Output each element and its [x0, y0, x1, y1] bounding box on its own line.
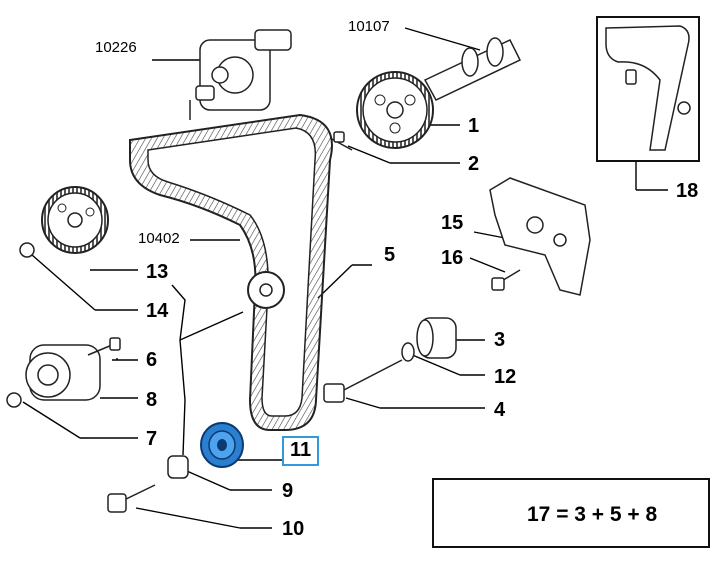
camshaft-pulley: [356, 71, 434, 149]
label-2[interactable]: 2: [468, 153, 480, 175]
belt-tensioner: [25, 344, 101, 401]
label-10226[interactable]: 10226: [95, 39, 137, 56]
timing-belt: [129, 113, 333, 431]
label-16[interactable]: 16: [441, 247, 464, 269]
washer-12: [401, 342, 415, 362]
label-6[interactable]: 6: [146, 349, 158, 371]
nut-14: [19, 242, 35, 258]
tensioner-bolt: [87, 337, 121, 356]
inset-belt-detail: [605, 25, 691, 151]
inset-detail-frame: [596, 16, 700, 162]
label-9[interactable]: 9: [282, 480, 294, 502]
label-10402[interactable]: 10402: [138, 230, 180, 247]
label-3[interactable]: 3: [494, 329, 506, 351]
label-14[interactable]: 14: [146, 300, 169, 322]
belt-idler-pulley: [247, 271, 285, 309]
label-10[interactable]: 10: [282, 518, 305, 540]
highlighted-pulley: [200, 422, 244, 468]
bracket-15: [489, 177, 591, 296]
spacer-9: [167, 455, 189, 479]
label-8[interactable]: 8: [146, 389, 158, 411]
label-12[interactable]: 12: [494, 366, 517, 388]
leader-lines: [22, 27, 668, 529]
bolt-4: [323, 359, 403, 403]
label-7[interactable]: 7: [146, 428, 158, 450]
label-15[interactable]: 15: [441, 212, 464, 234]
intermediate-pulley: [41, 186, 109, 254]
label-18[interactable]: 18: [676, 180, 699, 202]
label-5[interactable]: 5: [384, 244, 396, 266]
washer-7: [6, 392, 22, 408]
pulley-bolt: [329, 131, 353, 151]
label-13[interactable]: 13: [146, 261, 169, 283]
label-10107[interactable]: 10107: [348, 18, 390, 35]
bolt-16: [491, 269, 521, 291]
kit-formula: 17 = 3 + 5 + 8: [527, 503, 658, 526]
kit-formula-box: 17 = 3 + 5 + 8: [432, 478, 710, 548]
camshaft: [423, 37, 522, 101]
bolt-10: [107, 484, 156, 513]
label-11-highlighted[interactable]: 11: [282, 436, 320, 466]
label-1[interactable]: 1: [468, 115, 480, 137]
roller-3: [416, 317, 457, 359]
label-4[interactable]: 4: [494, 399, 506, 421]
injection-pump: [189, 29, 292, 120]
